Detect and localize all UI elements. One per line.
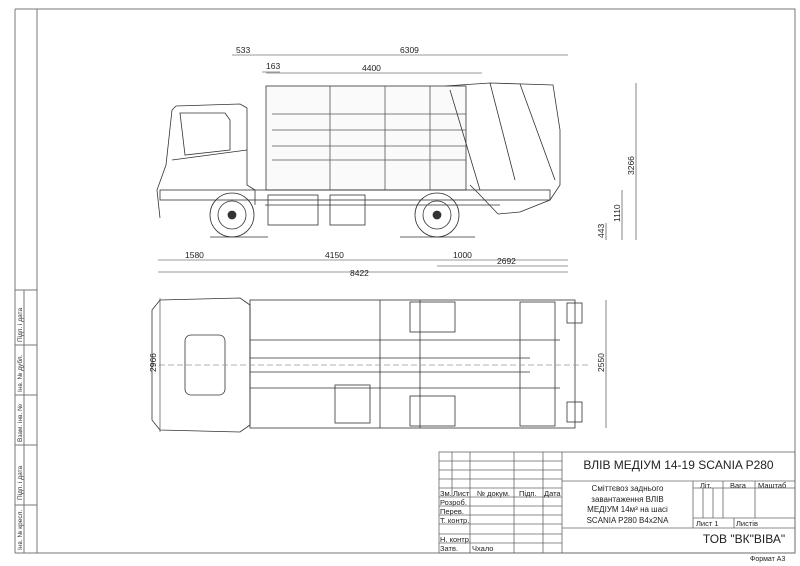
dim-rear-axle-offset: 1000 — [453, 250, 472, 260]
header-change: Зм. — [440, 489, 452, 498]
header-sheet: Лист — [453, 489, 470, 498]
header-signature: Підп. — [519, 489, 537, 498]
role-checked: Перев. — [440, 507, 464, 516]
dim-height: 3266 — [626, 156, 636, 175]
description-line: завантаження ВЛІВ — [591, 494, 664, 504]
role-developed: Розроб. — [440, 498, 467, 507]
stamp-drawing-inv: Інв. № кресл. — [17, 509, 24, 550]
truck-top-view — [150, 297, 590, 433]
stamp-dup-inv: Інв. № дубл. — [17, 354, 24, 392]
description-line: МЕДІУМ 14м³ на шасі — [587, 505, 668, 514]
dim-wheelbase: 4150 — [325, 250, 344, 260]
dim-step-height: 443 — [596, 224, 606, 238]
description-line: Сміттєвоз заднього — [591, 484, 664, 493]
mass-label: Вага — [730, 481, 746, 490]
approver-name: Чхало — [472, 544, 494, 553]
dim-body-width: 2550 — [596, 353, 606, 372]
dim-gap: 163 — [266, 61, 280, 71]
stamp-sign-date-2: Підп. і дата — [17, 465, 24, 500]
dim-tail-height: 1110 — [612, 204, 622, 222]
truck-side-view — [156, 82, 561, 238]
dim-body-length: 4400 — [362, 63, 381, 73]
role-tech-control: Т. контр. — [440, 516, 470, 525]
paper-format: Формат А3 — [750, 556, 786, 563]
role-approved: Затв. — [440, 544, 459, 553]
dimension-labels: 533 6309 163 4400 1580 4150 1000 2692 84… — [148, 45, 636, 372]
company-name: ТОВ "ВК"ВІВА" — [702, 532, 786, 546]
dim-rear-overhang: 2692 — [497, 256, 516, 266]
stamp-sign-date-1: Підп. і дата — [17, 307, 24, 342]
dim-overall-length: 8422 — [350, 268, 369, 278]
stamp-replace-inv: Взам. інв. № — [17, 403, 24, 442]
header-date: Дата — [544, 489, 561, 498]
scale-label: Маштаб — [758, 481, 787, 490]
dim-overall-body: 6309 — [400, 45, 419, 55]
dim-front-overhang: 1580 — [185, 250, 204, 260]
sheets-label: Листів — [736, 519, 758, 528]
drawing-title: ВЛІВ МЕДІУМ 14-19 SCANIA P280 — [583, 458, 774, 472]
dimension-lines — [158, 54, 637, 432]
title-block-grid — [438, 451, 796, 554]
drawing-frame — [36, 8, 796, 554]
description-line: SCANIA P280 B4x2NA — [586, 515, 669, 525]
role-norm-control: Н. контр. — [440, 535, 471, 544]
drawing-description: Сміттєвоз заднього завантаження ВЛІВ МЕД… — [562, 484, 693, 526]
sheet-label: Лист 1 — [696, 519, 719, 528]
header-doc-no: № докум. — [477, 489, 510, 498]
dim-cab-width: 2966 — [148, 353, 158, 372]
dim-cab-offset: 533 — [236, 45, 250, 55]
lit-label: Літ. — [700, 481, 712, 490]
